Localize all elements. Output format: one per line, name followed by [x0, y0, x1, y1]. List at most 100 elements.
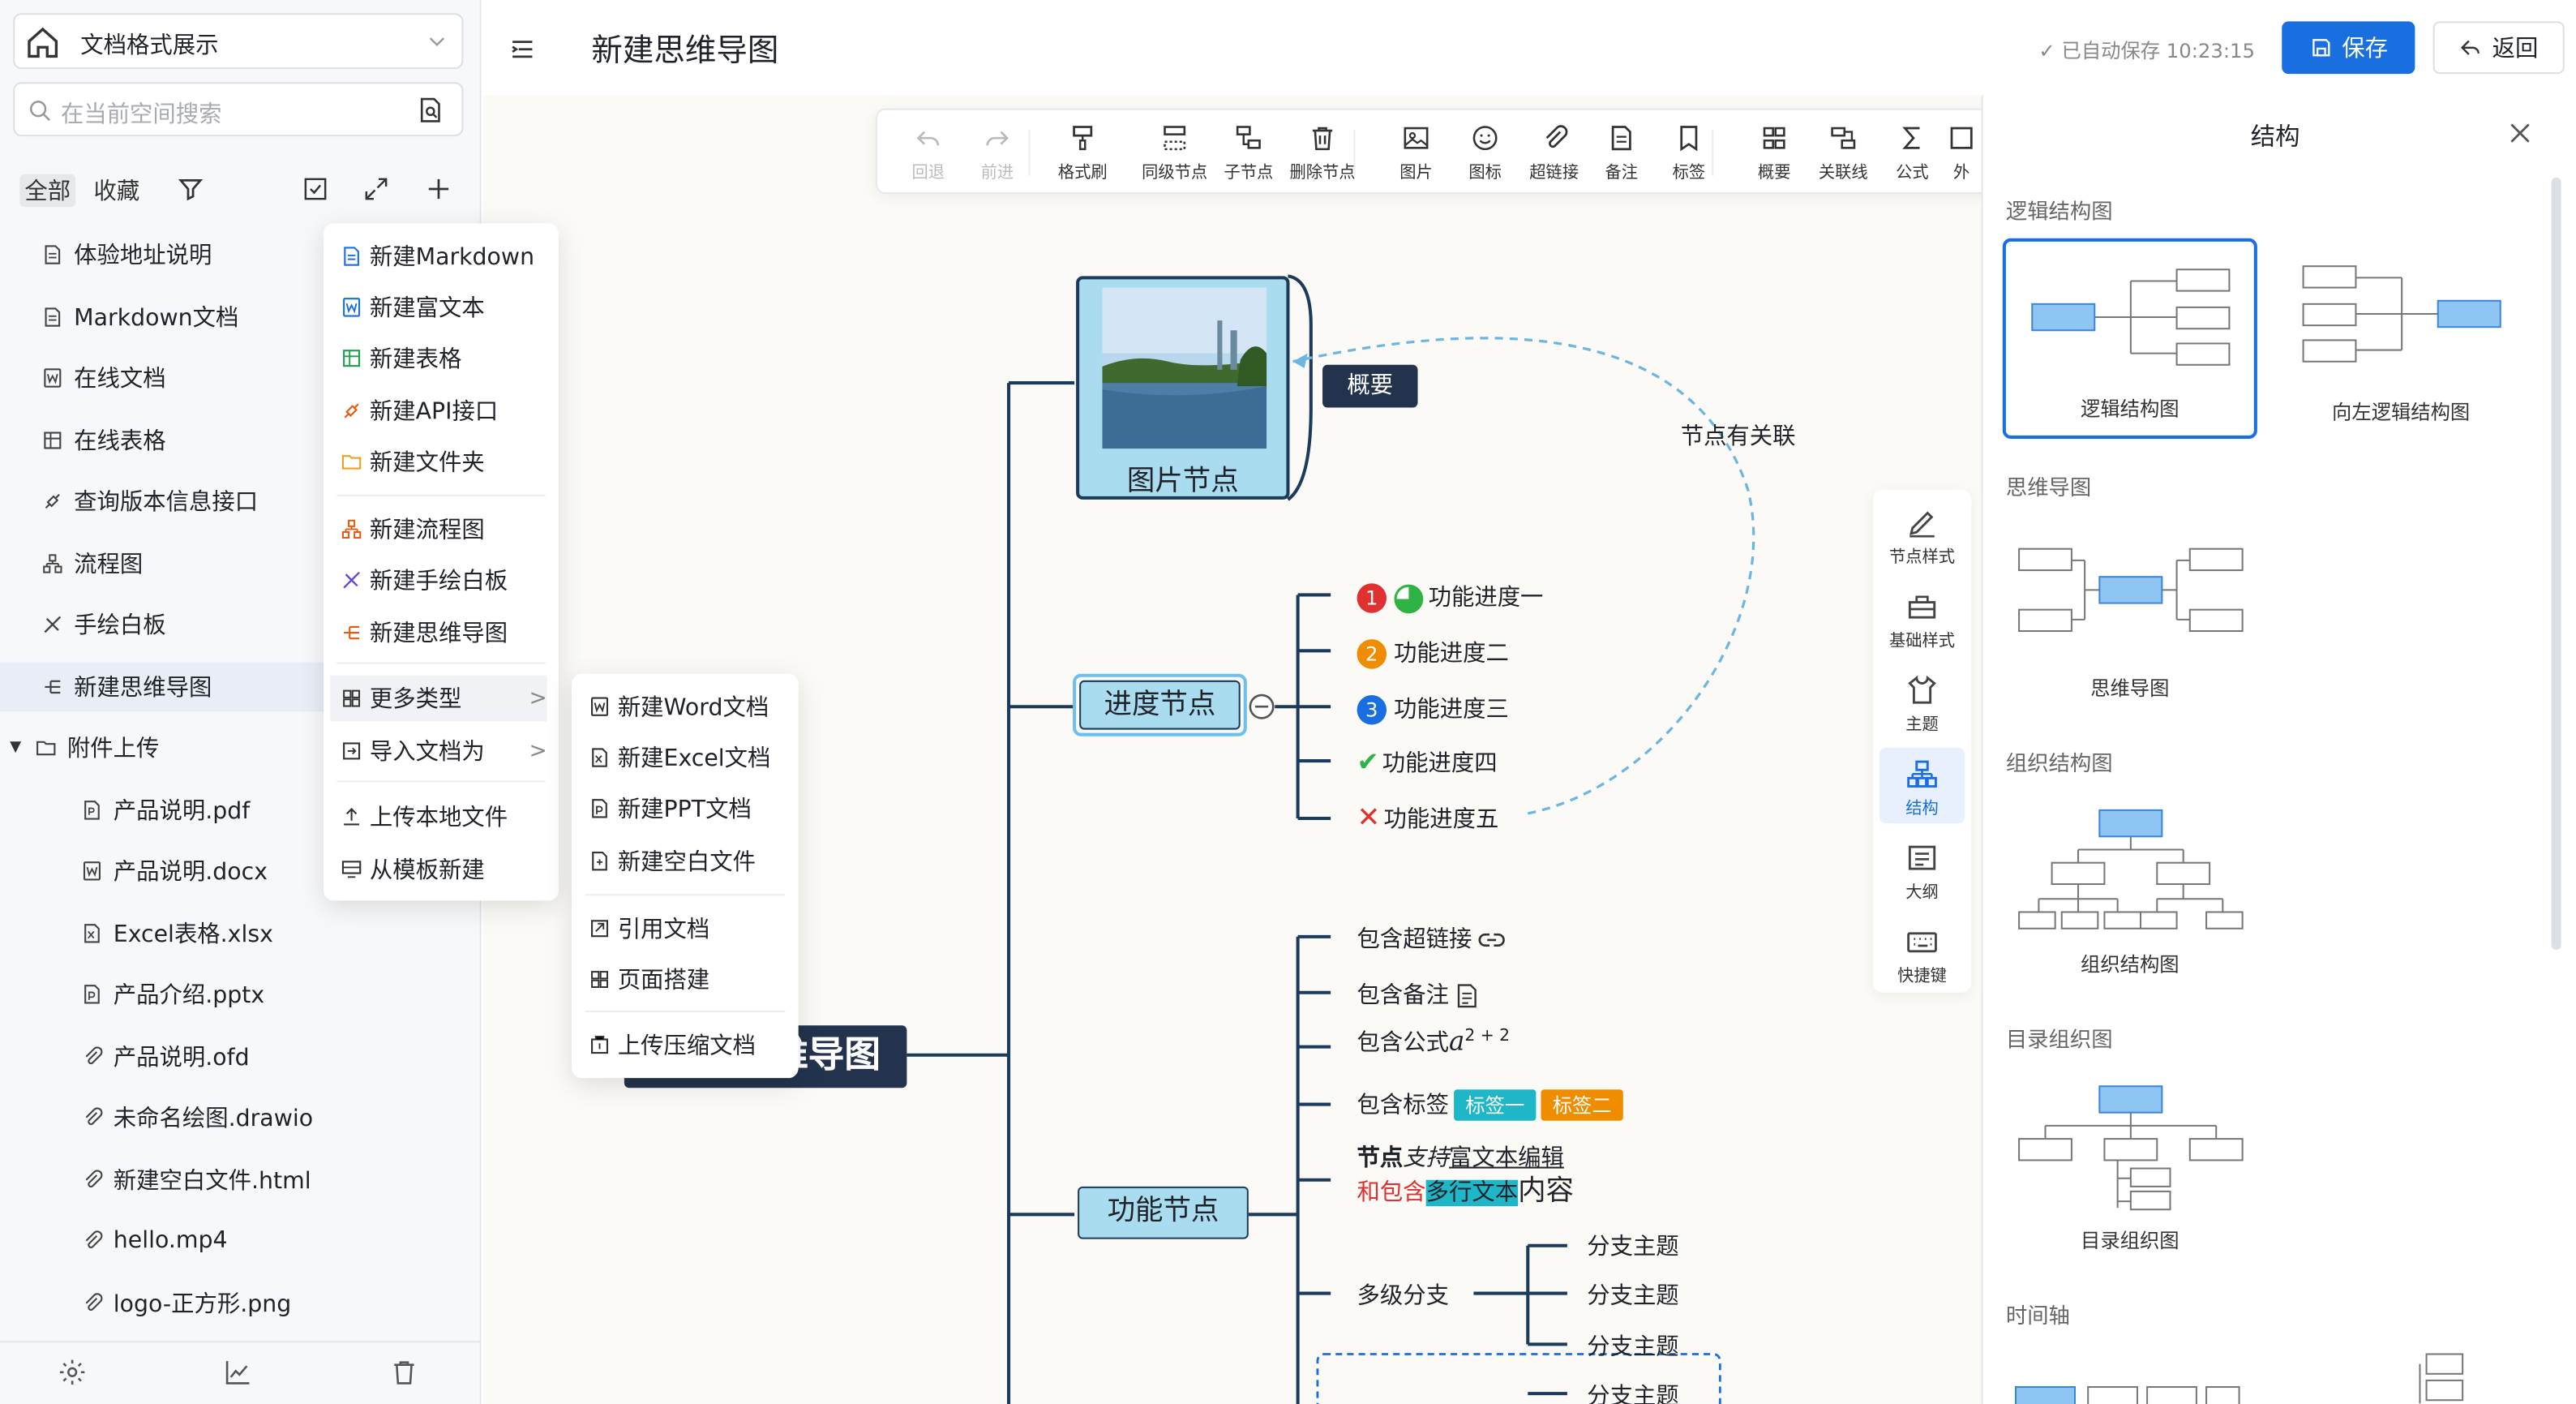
caret-down-icon[interactable]: ▼	[10, 739, 22, 757]
tree-item[interactable]: 产品介绍.pptx	[0, 969, 482, 1019]
progress-item[interactable]: ✔功能进度四	[1357, 746, 1498, 779]
toolbar-emoji-button[interactable]: 图标	[1451, 123, 1519, 182]
tag-chip[interactable]: 标签二	[1541, 1089, 1623, 1121]
structure-card-catalog[interactable]: 目录组织图	[2003, 1067, 2257, 1267]
rich-text-item[interactable]: 节点支持富文本编辑 和包含多行文本内容	[1357, 1142, 1574, 1209]
tag-chip[interactable]: 标签一	[1454, 1089, 1537, 1121]
menu-item[interactable]: 新建文件夹	[340, 439, 546, 485]
toolbar-image-button[interactable]: 图片	[1382, 123, 1451, 182]
toolbar-link-button[interactable]: 超链接	[1519, 123, 1588, 182]
branch-topic[interactable]: 分支主题	[1587, 1334, 1679, 1361]
branch-topic[interactable]: 分支主题	[1587, 1234, 1679, 1261]
chart-icon[interactable]	[224, 1358, 253, 1387]
tree-item[interactable]: 未命名绘图.drawio	[0, 1093, 482, 1142]
multi-branch-item[interactable]: 多级分支	[1357, 1283, 1450, 1310]
note-item[interactable]: 包含备注	[1357, 978, 1480, 1011]
progress-item[interactable]: ✕功能进度五	[1357, 802, 1499, 835]
sidetool-structure[interactable]: 结构	[1879, 747, 1965, 824]
toolbar-tag-button[interactable]: 标签	[1654, 123, 1723, 182]
tree-item[interactable]: Excel表格.xlsx	[0, 908, 482, 957]
toolbar-child-node-button[interactable]: 子节点	[1214, 123, 1283, 182]
tree-item[interactable]: logo-正方形.png	[0, 1277, 482, 1327]
trash-icon[interactable]	[389, 1358, 418, 1387]
tree-item[interactable]: 流程图	[0, 539, 482, 588]
sidetool-theme[interactable]: 主题	[1879, 664, 1965, 740]
menu-item[interactable]: 新建API接口	[340, 388, 546, 434]
sidetool-base-style[interactable]: 基础样式	[1879, 580, 1965, 655]
menu-item[interactable]: 新建手绘白板	[340, 557, 546, 603]
menu-toggle-icon[interactable]	[508, 35, 537, 64]
progress-item[interactable]: 1 功能进度一	[1357, 580, 1543, 614]
hyperlink-icon[interactable]	[1479, 930, 1506, 950]
search-input[interactable]: 在当前空间搜索	[13, 82, 464, 137]
tab-all[interactable]: 全部	[19, 174, 76, 208]
gear-icon[interactable]	[58, 1358, 87, 1387]
toolbar-sibling-node-button[interactable]: 同级节点	[1140, 123, 1209, 182]
space-select[interactable]: 文档格式展示	[13, 13, 464, 70]
tree-item[interactable]: 手绘白板	[0, 600, 482, 650]
menu-item[interactable]: 新建富文本	[340, 285, 546, 331]
submenu-item[interactable]: 上传压缩文档	[588, 1022, 788, 1068]
submenu-item[interactable]: 页面搭建	[588, 956, 788, 1003]
tree-item[interactable]: hello.mp4	[0, 1216, 482, 1265]
tree-item[interactable]: 产品说明.ofd	[0, 1031, 482, 1080]
toolbar-outer-button[interactable]: 外	[1945, 123, 1978, 182]
filter-icon[interactable]	[176, 174, 205, 204]
mindmap-canvas[interactable]: 图片节点 概要 节点有关联 进度节点 1 功能进度一 2 功能进度二 3 功能进度三…	[482, 95, 1982, 1404]
tree-item[interactable]: 在线文档	[0, 354, 482, 403]
relation-label[interactable]: 节点有关联	[1680, 423, 1796, 451]
toolbar-redo-button[interactable]: 前进	[962, 123, 1031, 182]
close-icon[interactable]	[2505, 118, 2535, 148]
tree-item[interactable]: 查询版本信息接口	[0, 477, 482, 526]
tree-item[interactable]: ▼附件上传	[0, 723, 482, 772]
tag-item[interactable]: 包含标签标签一标签二	[1357, 1088, 1623, 1121]
progress-item[interactable]: 3 功能进度三	[1357, 692, 1509, 725]
structure-card-logic-left[interactable]: 向左逻辑结构图	[2274, 238, 2528, 439]
toolbar-formula-button[interactable]: 公式	[1878, 123, 1947, 182]
sidetool-keyboard[interactable]: 快捷键	[1879, 916, 1965, 991]
note-icon[interactable]	[1456, 983, 1479, 1009]
back-button[interactable]: 返回	[2432, 21, 2565, 75]
doc-search-icon[interactable]	[416, 96, 445, 125]
menu-item[interactable]: 上传本地文件	[340, 794, 546, 840]
function-node[interactable]: 功能节点	[1078, 1186, 1249, 1239]
menu-item[interactable]: 从模板新建	[340, 846, 546, 892]
toolbar-relation-line-button[interactable]: 关联线	[1809, 123, 1878, 182]
progress-item[interactable]: 2 功能进度二	[1357, 636, 1509, 669]
toolbar-summary-button[interactable]: 概要	[1740, 123, 1809, 182]
toolbar-note-button[interactable]: 备注	[1587, 123, 1656, 182]
tree-item[interactable]: 体验地址说明	[0, 230, 482, 280]
toolbar-undo-button[interactable]: 回退	[894, 123, 962, 182]
menu-item[interactable]: 新建思维导图	[340, 610, 546, 656]
menu-item[interactable]: 新建流程图	[340, 506, 546, 552]
home-icon[interactable]	[24, 24, 61, 61]
tree-item[interactable]: 产品说明.docx	[0, 846, 482, 895]
tree-item[interactable]: 产品说明.pdf	[0, 784, 482, 834]
structure-card-mind[interactable]: 思维导图	[2003, 514, 2257, 715]
progress-node[interactable]: 进度节点	[1079, 680, 1241, 730]
submenu-item[interactable]: 新建Excel文档	[588, 735, 788, 781]
link-item[interactable]: 包含超链接	[1357, 922, 1506, 955]
structure-card-org[interactable]: 组织结构图	[2003, 791, 2257, 991]
branch-topic[interactable]: 分支主题	[1587, 1383, 1679, 1404]
add-icon[interactable]	[424, 174, 453, 204]
expand-icon[interactable]	[362, 174, 391, 204]
panel-scrollbar[interactable]	[2551, 177, 2561, 951]
menu-item[interactable]: 更多类型>	[330, 675, 547, 722]
submenu-item[interactable]: 新建PPT文档	[588, 785, 788, 831]
submenu-item[interactable]: 新建空白文件	[588, 838, 788, 884]
submenu-item[interactable]: 引用文档	[588, 905, 788, 951]
menu-item[interactable]: 导入文档为>	[340, 728, 547, 775]
tree-item[interactable]: 新建空白文件.html	[0, 1154, 482, 1204]
menu-item[interactable]: 新建Markdown	[340, 234, 546, 280]
branch-topic[interactable]: 分支主题	[1587, 1283, 1679, 1310]
tree-item[interactable]: 在线表格	[0, 415, 482, 465]
tree-item[interactable]: Markdown文档	[0, 292, 482, 341]
checkbox-icon[interactable]	[301, 174, 330, 204]
submenu-item[interactable]: 新建Word文档	[588, 684, 788, 730]
image-node[interactable]: 图片节点	[1076, 276, 1290, 500]
tab-favorites[interactable]: 收藏	[93, 178, 140, 206]
save-button[interactable]: 保存	[2282, 21, 2415, 75]
summary-node[interactable]: 概要	[1322, 364, 1418, 408]
toolbar-format-brush-button[interactable]: 格式刷	[1048, 123, 1117, 182]
